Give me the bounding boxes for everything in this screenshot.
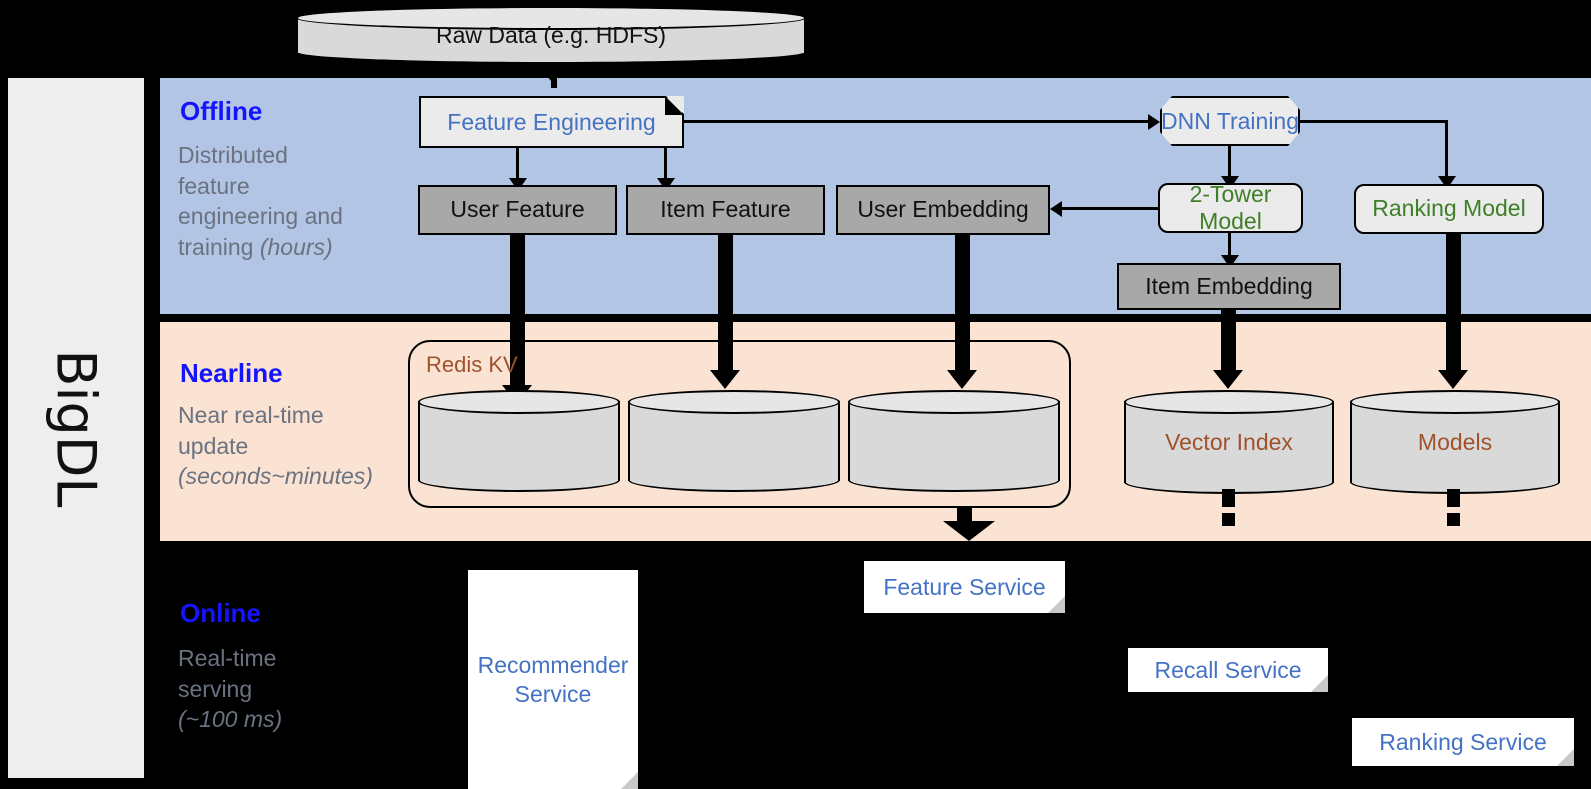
cylinder-top	[1350, 390, 1560, 414]
cylinder-side	[628, 401, 840, 481]
node-item-embedding[interactable]: Item Embedding	[1117, 263, 1341, 310]
node-label: Feature Engineering	[447, 108, 656, 135]
arrow-twotower-userembedding-head	[1050, 201, 1062, 217]
thick-arrow-itememb-vectorindex-line	[1221, 310, 1236, 375]
cylinder-top	[848, 390, 1060, 414]
band-subtitle-nearline-text: Near real-time update	[178, 402, 324, 459]
cylinder-top	[418, 390, 620, 414]
thick-arrow-rankingmodel-models-line	[1446, 233, 1461, 375]
node-feature-engineering[interactable]: Feature Engineering	[419, 96, 684, 148]
cylinder-side	[1124, 401, 1334, 483]
store-label	[848, 390, 1060, 492]
cylinder-top	[296, 6, 806, 30]
node-label: Item Feature	[660, 196, 791, 223]
thick-arrow-userembedding-store3-head	[947, 370, 977, 389]
store-label	[418, 390, 620, 492]
cylinder-side	[418, 401, 620, 481]
node-label: Ranking Service	[1379, 728, 1547, 755]
arrow-dnn-twotower-line	[1228, 146, 1231, 180]
redis-kv-container	[408, 340, 1071, 508]
vector-index-label: Vector Index	[1165, 428, 1293, 455]
band-subtitle-nearline: Near real-time update (seconds~minutes)	[178, 400, 428, 492]
node-body	[1160, 96, 1300, 146]
store-cylinder-3[interactable]	[848, 390, 1060, 492]
arrow-dnn-ranking-v	[1445, 120, 1448, 178]
arrow-rawdata-fe-head	[536, 62, 566, 81]
cylinder-side	[1350, 401, 1560, 483]
cylinder-top	[628, 390, 840, 414]
node-item-feature[interactable]: Item Feature	[626, 185, 825, 235]
node-label: User Feature	[450, 196, 585, 223]
node-body	[419, 96, 684, 148]
arrow-twotower-itememb-line	[1228, 233, 1231, 259]
connector-redis-featureservice-stub	[957, 508, 972, 524]
node-label: Ranking Model	[1372, 195, 1526, 222]
models-cylinder[interactable]: Models	[1350, 390, 1560, 494]
node-feature-service[interactable]: Feature Service	[864, 561, 1065, 613]
store-cylinder-2[interactable]	[628, 390, 840, 492]
node-body	[1352, 718, 1574, 766]
arrow-twotower-userembedding-line	[1062, 207, 1160, 210]
thick-arrow-itememb-vectorindex-head	[1213, 370, 1243, 389]
node-label: Feature Service	[883, 573, 1046, 600]
thick-arrow-itemfeature-store2-head	[710, 370, 740, 389]
node-label: User Embedding	[857, 196, 1029, 223]
node-label: Item Embedding	[1145, 272, 1313, 299]
node-ranking-service[interactable]: Ranking Service	[1352, 718, 1574, 766]
store-label	[628, 390, 840, 492]
node-body	[1128, 648, 1328, 692]
node-label: Recall Service	[1154, 656, 1302, 683]
connector-models-seg1	[1447, 489, 1460, 507]
bigdl-label: BigDL	[44, 349, 108, 507]
band-subtitle-online-text: Real-time serving	[178, 645, 277, 702]
node-ranking-model[interactable]: Ranking Model	[1354, 184, 1544, 234]
node-label: Recommender Service	[477, 651, 629, 707]
node-user-feature[interactable]: User Feature	[418, 185, 617, 235]
band-subtitle-online: Real-time serving (~100 ms)	[178, 643, 408, 735]
band-title-offline: Offline	[180, 96, 263, 126]
thick-arrow-userfeature-store1-line	[510, 235, 525, 390]
arrow-fe-userfeature-line	[516, 148, 519, 182]
node-recommender-service[interactable]: Recommender Service	[468, 570, 638, 789]
models-label: Models	[1417, 428, 1493, 455]
arrow-fe-dnn-line	[684, 120, 1150, 123]
connector-vectorindex-seg2	[1222, 513, 1235, 526]
band-title-nearline: Nearline	[180, 358, 283, 388]
node-body	[468, 570, 638, 789]
node-body	[864, 561, 1065, 613]
store-cylinder-1[interactable]	[418, 390, 620, 492]
arrow-dnn-ranking-h	[1300, 120, 1448, 123]
band-subtitle-offline: Distributed feature engineering and trai…	[178, 140, 398, 262]
band-title-online: Online	[180, 598, 261, 628]
redis-kv-label: Redis KV	[426, 352, 518, 377]
band-subtitle-offline-text: Distributed feature engineering and trai…	[178, 142, 343, 260]
band-subtitle-nearline-em: (seconds~minutes)	[178, 463, 373, 490]
cylinder-top	[1124, 390, 1334, 414]
raw-data-cylinder: Raw Data (e.g. HDFS)	[296, 6, 806, 64]
node-recall-service[interactable]: Recall Service	[1128, 648, 1328, 692]
node-label: 2-Tower Model	[1189, 180, 1272, 234]
cylinder-side	[848, 401, 1060, 481]
band-subtitle-offline-em: (hours)	[259, 233, 333, 260]
connector-models-seg2	[1447, 513, 1460, 526]
connector-vectorindex-seg1	[1222, 489, 1235, 507]
node-user-embedding[interactable]: User Embedding	[836, 185, 1050, 235]
raw-data-label: Raw Data (e.g. HDFS)	[435, 21, 667, 48]
vector-index-cylinder[interactable]: Vector Index	[1124, 390, 1334, 494]
arrow-redis-featureservice-head	[943, 521, 995, 541]
band-subtitle-online-em: (~100 ms)	[178, 706, 283, 733]
thick-arrow-rankingmodel-models-head	[1438, 370, 1468, 389]
bigdl-sidebar: BigDL	[8, 78, 144, 778]
node-label: DNN Training	[1160, 107, 1300, 134]
arrow-fe-dnn-head	[1148, 114, 1160, 130]
node-2-tower-model[interactable]: 2-Tower Model	[1158, 180, 1303, 234]
arrow-fe-itemfeature-line	[664, 148, 667, 182]
node-dnn-training[interactable]: DNN Training	[1160, 96, 1300, 146]
